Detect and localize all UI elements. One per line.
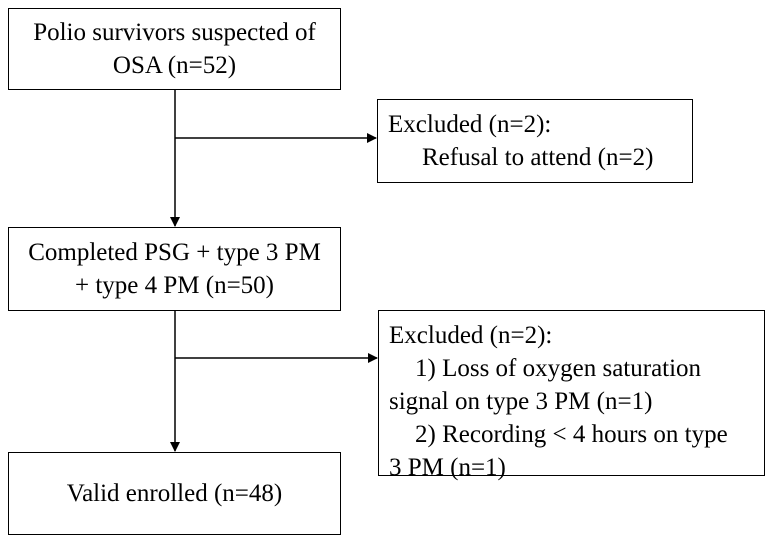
box-text-line: + type 4 PM (n=50): [74, 272, 275, 299]
excluded-item: Refusal to attend (n=2): [422, 144, 654, 171]
box-excluded-refusal: Excluded (n=2): Refusal to attend (n=2): [377, 99, 693, 183]
excluded-title: Excluded (n=2):: [388, 111, 552, 138]
box-polio-survivors: Polio survivors suspected of OSA (n=52): [8, 8, 341, 90]
box-excluded-signal-recording: Excluded (n=2): 1) Loss of oxygen satura…: [378, 310, 765, 481]
excluded-item: 1) Loss of oxygen saturation: [415, 355, 702, 382]
excluded-title: Excluded (n=2):: [389, 322, 553, 349]
box-text-line: Polio survivors suspected of: [33, 19, 316, 46]
excluded-item: 3 PM (n=1): [389, 454, 506, 481]
excluded-item: 2) Recording < 4 hours on type: [415, 421, 728, 448]
box-text-line: Valid enrolled (n=48): [66, 480, 283, 507]
box-text-line: Completed PSG + type 3 PM: [28, 239, 321, 266]
box-text-line: OSA (n=52): [112, 52, 237, 79]
box-completed-psg: Completed PSG + type 3 PM + type 4 PM (n…: [8, 227, 341, 311]
excluded-item: signal on type 3 PM (n=1): [389, 388, 653, 415]
box-valid-enrolled: Valid enrolled (n=48): [8, 452, 341, 535]
